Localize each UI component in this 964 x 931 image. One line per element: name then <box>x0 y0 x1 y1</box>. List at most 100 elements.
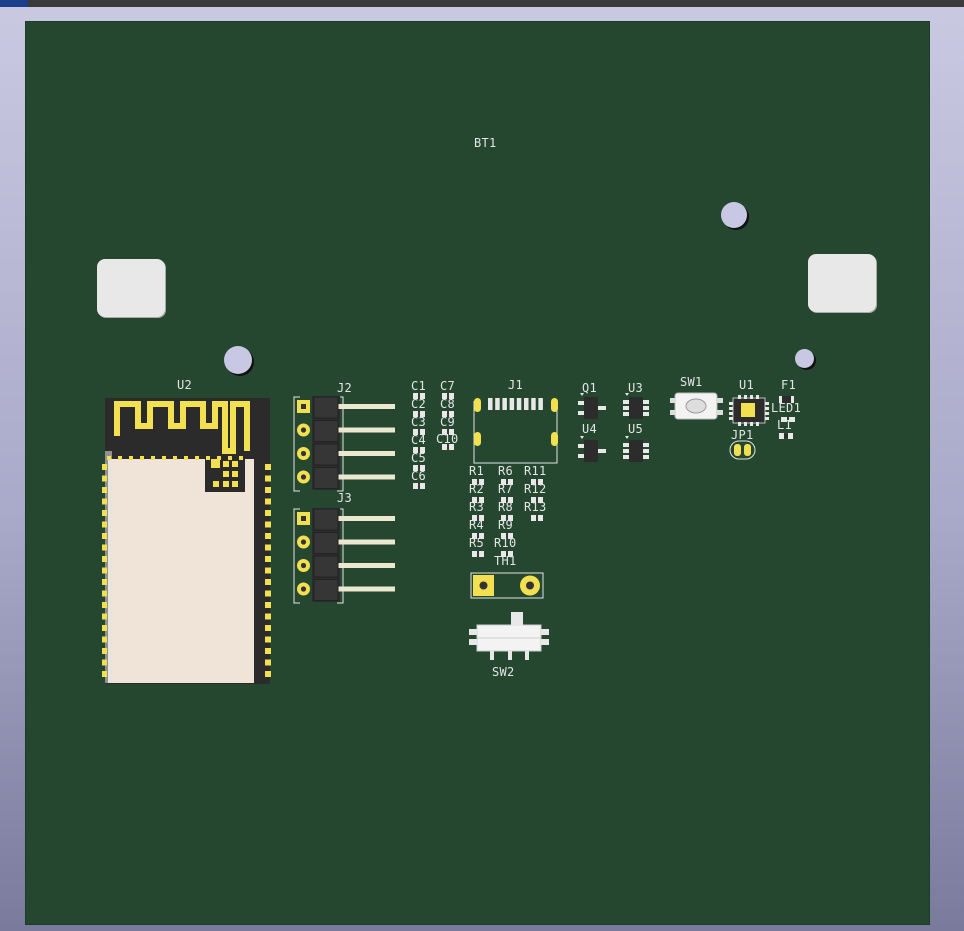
header-j2[interactable] <box>293 396 395 492</box>
sot-lead <box>598 449 606 453</box>
smd-pad <box>420 483 425 489</box>
thermistor-th1[interactable] <box>470 572 544 599</box>
module-pad <box>102 625 107 631</box>
module-pad <box>162 456 166 460</box>
smd-pad <box>413 393 418 399</box>
window-top-bar <box>0 0 964 7</box>
module-pad <box>102 636 107 643</box>
smd-pad <box>538 497 543 503</box>
module-pad <box>184 456 188 460</box>
header-drill <box>301 516 306 521</box>
usb-pin <box>516 398 522 410</box>
ref-r8: R8 <box>498 500 514 514</box>
pcb-board[interactable]: BT1 U2 J2 J3 C1 C2 C3 C4 C5 C6 C7 C8 C9 … <box>25 21 930 925</box>
header-body <box>313 532 339 554</box>
module-pad <box>102 659 107 666</box>
smd-pad <box>479 479 484 485</box>
ic-u1[interactable] <box>729 395 769 426</box>
usb-connector-j1[interactable] <box>473 398 558 464</box>
smd-pad <box>449 393 454 399</box>
module-pad <box>265 556 271 562</box>
header-drill <box>300 562 307 569</box>
qfn-pad <box>765 407 769 410</box>
smd-pad <box>413 411 418 417</box>
module-pad <box>228 456 232 460</box>
sot-lead <box>643 406 649 410</box>
smd-pad <box>531 479 536 485</box>
smd-body <box>506 498 508 502</box>
smd-pad <box>472 497 477 503</box>
jumper-jp1[interactable] <box>729 440 756 460</box>
module-pad <box>265 567 271 574</box>
sot-lead <box>643 443 649 447</box>
module-pad <box>173 456 177 460</box>
header-pin <box>337 427 395 433</box>
smd-pad <box>479 497 484 503</box>
qfn-pad <box>765 402 769 405</box>
smd-body <box>418 466 420 470</box>
ref-c4: C4 <box>411 433 427 447</box>
module-pad <box>265 510 271 516</box>
inductor-l1[interactable] <box>779 433 793 439</box>
slide-switch-sw2[interactable] <box>469 612 549 660</box>
module-pad <box>102 671 107 677</box>
smd-pad <box>420 465 425 471</box>
usb-pin <box>538 398 543 410</box>
module-pad <box>265 613 271 620</box>
battery-pad-right <box>808 254 876 312</box>
sot-lead <box>623 406 629 410</box>
smd-body <box>418 448 420 452</box>
sot-packages[interactable] <box>578 393 649 462</box>
smd-pad <box>508 533 513 539</box>
header-drill <box>300 427 307 433</box>
ref-th1: TH1 <box>494 554 517 568</box>
module-pad <box>102 487 107 493</box>
module-pad <box>265 659 271 666</box>
qfn-pad <box>750 395 753 399</box>
smd-body <box>506 552 508 556</box>
module-pad <box>102 544 107 551</box>
pin1-marker <box>580 393 584 396</box>
header-body <box>313 508 339 531</box>
smd-body <box>418 484 420 488</box>
module-pad <box>265 625 271 631</box>
led-led1[interactable] <box>781 417 795 422</box>
qfn-pad <box>765 417 769 420</box>
module-pad <box>102 602 107 608</box>
smd-pad <box>420 393 425 399</box>
sot-lead <box>623 449 629 453</box>
ref-sw1: SW1 <box>680 375 703 389</box>
sot-lead <box>578 411 584 415</box>
ref-j3: J3 <box>337 491 353 505</box>
ref-c8: C8 <box>440 397 456 411</box>
sot-lead <box>623 443 629 447</box>
module-pad <box>265 602 271 608</box>
ref-f1: F1 <box>781 378 797 392</box>
ref-r11: R11 <box>524 464 547 478</box>
header-body <box>313 579 339 601</box>
smd-pad <box>472 479 477 485</box>
qfn-pad <box>738 422 741 426</box>
fuse-f1[interactable] <box>779 396 794 403</box>
smd-pad <box>479 551 484 557</box>
resistors[interactable] <box>472 479 543 557</box>
smd-pad <box>413 483 418 489</box>
tact-switch-sw1[interactable] <box>670 392 723 420</box>
ref-r13: R13 <box>524 500 547 514</box>
sot-body <box>629 397 643 419</box>
capacitors[interactable] <box>413 393 454 489</box>
smd-pad <box>413 429 418 435</box>
esp-module-u2[interactable] <box>102 398 271 684</box>
module-pad <box>265 671 271 677</box>
ref-c2: C2 <box>411 397 427 411</box>
mounting-hole <box>795 349 814 368</box>
smd-pad <box>501 497 506 503</box>
header-pin <box>337 563 395 568</box>
header-j3[interactable] <box>293 508 395 604</box>
smd-pad <box>472 533 477 539</box>
smd-body <box>536 498 538 502</box>
module-pad <box>102 556 107 562</box>
smd-pad <box>442 411 447 417</box>
ref-l1: L1 <box>777 418 793 432</box>
sot-lead <box>623 455 629 459</box>
